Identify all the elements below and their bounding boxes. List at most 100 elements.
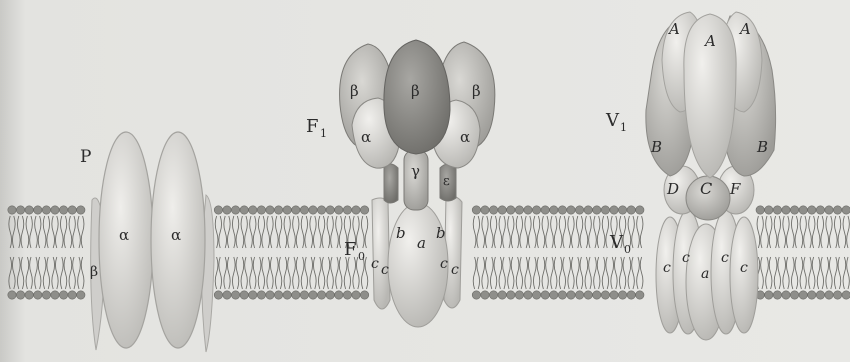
label-f0-sub: 0 bbox=[358, 250, 365, 263]
label-f0: F bbox=[344, 239, 357, 260]
lipid-head bbox=[507, 206, 515, 214]
lipid-head bbox=[317, 291, 325, 299]
lipid-head bbox=[627, 291, 635, 299]
lipid-head bbox=[541, 206, 549, 214]
label-f-alpha-left: α bbox=[361, 128, 371, 146]
lipid-head bbox=[825, 206, 833, 214]
lipid-head bbox=[51, 291, 59, 299]
lipid-head bbox=[575, 206, 583, 214]
lipid-head bbox=[472, 291, 480, 299]
lipid-head bbox=[472, 206, 480, 214]
lipid-head bbox=[292, 291, 300, 299]
lipid-head bbox=[575, 291, 583, 299]
lipid-head bbox=[782, 291, 790, 299]
lipid-head bbox=[343, 206, 351, 214]
lipid-head bbox=[300, 206, 308, 214]
lipid-head bbox=[636, 291, 644, 299]
label-p-alpha-right: α bbox=[171, 226, 181, 244]
lipid-head bbox=[257, 206, 265, 214]
lipid-head bbox=[816, 291, 824, 299]
label-f-c4: c bbox=[451, 262, 459, 278]
lipid-head bbox=[498, 291, 506, 299]
label-f-beta-center: β bbox=[411, 82, 420, 100]
label-f-beta-right: β bbox=[472, 82, 481, 100]
lipid-head bbox=[16, 291, 24, 299]
f-gamma-stalk bbox=[404, 150, 428, 210]
f-stalk-left bbox=[384, 164, 398, 203]
label-f-gamma: γ bbox=[411, 162, 420, 180]
label-v-b-right: B bbox=[756, 138, 768, 156]
label-v1: V bbox=[605, 110, 620, 131]
lipid-head bbox=[593, 206, 601, 214]
lipid-head bbox=[618, 206, 626, 214]
lipid-head bbox=[214, 206, 222, 214]
lipid-head bbox=[8, 206, 16, 214]
lipid-head bbox=[77, 206, 85, 214]
lipid-head bbox=[249, 206, 257, 214]
label-v-f: F bbox=[729, 180, 741, 198]
f0-c-ring-left bbox=[372, 198, 390, 309]
lipid-head bbox=[790, 206, 798, 214]
lipid-head bbox=[42, 206, 50, 214]
label-p: P bbox=[80, 147, 91, 167]
lipid-head bbox=[627, 206, 635, 214]
lipid-head bbox=[773, 206, 781, 214]
lipid-head bbox=[34, 291, 42, 299]
label-v-a-right: A bbox=[738, 20, 751, 38]
lipid-head bbox=[51, 206, 59, 214]
lipid-head bbox=[610, 291, 618, 299]
lipid-head bbox=[481, 206, 489, 214]
lipid-head bbox=[808, 206, 816, 214]
lipid-head bbox=[266, 206, 274, 214]
label-v0-sub: 0 bbox=[624, 243, 631, 256]
label-f-c1: c bbox=[371, 256, 379, 272]
lipid-head bbox=[515, 206, 523, 214]
lipid-head bbox=[532, 291, 540, 299]
label-p-beta: β bbox=[90, 264, 98, 280]
lipid-head bbox=[808, 291, 816, 299]
label-v-c3: c bbox=[721, 250, 729, 266]
lipid-head bbox=[782, 206, 790, 214]
lipid-head bbox=[8, 291, 16, 299]
lipid-head bbox=[231, 291, 239, 299]
label-f-b-right: b bbox=[436, 224, 446, 242]
f0-a-subunit bbox=[388, 203, 448, 327]
lipid-head bbox=[335, 291, 343, 299]
label-v0: V bbox=[609, 232, 624, 253]
lipid-head bbox=[550, 206, 558, 214]
label-v-a-center: A bbox=[703, 32, 716, 50]
lipid-head bbox=[567, 206, 575, 214]
label-p-alpha-left: α bbox=[119, 226, 129, 244]
lipid-head bbox=[481, 291, 489, 299]
lipid-head bbox=[790, 291, 798, 299]
lipid-head bbox=[765, 291, 773, 299]
lipid-head bbox=[524, 206, 532, 214]
lipid-head bbox=[257, 291, 265, 299]
lipid-head bbox=[593, 291, 601, 299]
lipid-head bbox=[360, 206, 368, 214]
lipid-head bbox=[842, 291, 850, 299]
lipid-head bbox=[326, 291, 334, 299]
lipid-head bbox=[833, 206, 841, 214]
lipid-head bbox=[601, 291, 609, 299]
lipid-head bbox=[223, 206, 231, 214]
lipid-head bbox=[584, 291, 592, 299]
lipid-head bbox=[541, 291, 549, 299]
lipid-head bbox=[550, 291, 558, 299]
lipid-head bbox=[636, 206, 644, 214]
label-v-d: D bbox=[666, 180, 679, 198]
lipid-head bbox=[240, 206, 248, 214]
label-v-a-sub: a bbox=[701, 266, 709, 282]
lipid-head bbox=[34, 206, 42, 214]
lipid-head bbox=[309, 206, 317, 214]
lipid-head bbox=[214, 291, 222, 299]
lipid-head bbox=[610, 206, 618, 214]
label-f-alpha-right: α bbox=[460, 128, 470, 146]
lipid-head bbox=[618, 291, 626, 299]
label-v-a-left: A bbox=[667, 20, 680, 38]
lipid-head bbox=[799, 291, 807, 299]
lipid-head bbox=[240, 291, 248, 299]
lipid-head bbox=[25, 206, 33, 214]
lipid-head bbox=[249, 291, 257, 299]
